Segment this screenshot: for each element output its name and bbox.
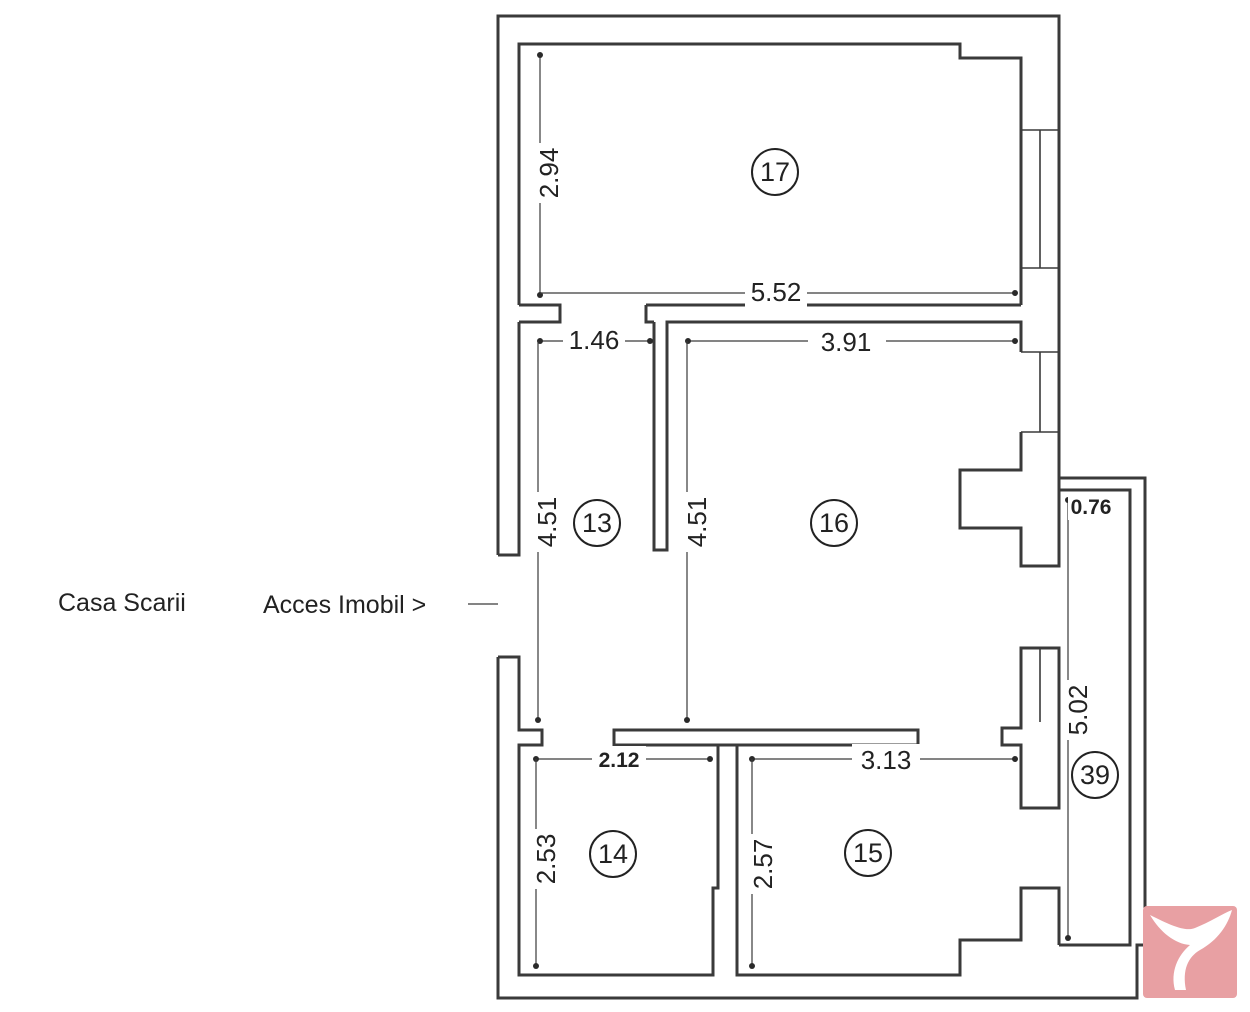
- dim-label-r16-height: 4.51: [681, 492, 713, 552]
- room-13-wall-left: [498, 322, 521, 557]
- svg-text:4.51: 4.51: [532, 497, 562, 548]
- dim-label-r15-height: 2.57: [747, 834, 779, 894]
- access-label: Acces Imobil >: [263, 591, 426, 619]
- room-39-wall: [1059, 488, 1132, 947]
- svg-text:2.12: 2.12: [599, 749, 640, 772]
- pillar-15: [1000, 646, 1061, 810]
- dim-label-r16-width: 3.91: [808, 326, 886, 358]
- window-17: [1021, 129, 1059, 269]
- svg-text:4.51: 4.51: [682, 497, 712, 548]
- room-17-label: 17: [751, 148, 799, 196]
- wall-17-bottom-right: [644, 303, 1021, 324]
- svg-text:2.94: 2.94: [534, 148, 564, 199]
- outer-wall-top: [496, 14, 1147, 905]
- bird-logo-icon: [1143, 906, 1237, 998]
- svg-text:14: 14: [598, 839, 628, 869]
- stairwell-label: Casa Scarii: [58, 589, 186, 617]
- outer-wall-bottom: [498, 655, 720, 977]
- outer-wall-bottom-shell: [496, 657, 1147, 1000]
- room-16-label: 16: [810, 499, 858, 547]
- wall-17-bottom-left: [519, 303, 562, 324]
- svg-text:16: 16: [819, 508, 849, 538]
- svg-text:5.02: 5.02: [1063, 685, 1093, 736]
- dim-label-r15-width: 3.13: [852, 744, 920, 776]
- svg-text:5.52: 5.52: [751, 277, 802, 307]
- svg-text:17: 17: [760, 157, 790, 187]
- room-13-label: 13: [573, 499, 621, 547]
- dim-label-r17-width: 5.52: [745, 276, 807, 308]
- dim-label-r13-width: 1.46: [563, 324, 625, 356]
- window-16: [1021, 351, 1059, 433]
- dim-label-r39-width: 0.76: [1068, 494, 1116, 520]
- dim-label-r17-height: 2.94: [533, 143, 565, 203]
- partition-13-16: [652, 320, 1023, 552]
- svg-text:2.57: 2.57: [748, 839, 778, 890]
- svg-text:1.46: 1.46: [569, 325, 620, 355]
- svg-text:3.91: 3.91: [821, 327, 872, 357]
- room-14-label: 14: [589, 830, 637, 878]
- dim-label-r39-height: 5.02: [1062, 680, 1094, 740]
- svg-text:13: 13: [582, 508, 612, 538]
- dim-label-r13-height: 4.51: [531, 492, 563, 552]
- svg-text:0.76: 0.76: [1071, 496, 1112, 519]
- svg-text:15: 15: [853, 838, 883, 868]
- svg-text:2.53: 2.53: [531, 834, 561, 885]
- dim-label-r14-height: 2.53: [530, 829, 562, 889]
- room-15-wall: [735, 745, 1061, 977]
- room-15-label: 15: [844, 829, 892, 877]
- partition-16-15: [612, 728, 920, 747]
- room-39-label: 39: [1071, 751, 1119, 799]
- svg-text:3.13: 3.13: [861, 745, 912, 775]
- room-17-wall: [517, 42, 1023, 305]
- dim-label-r14-width: 2.12: [592, 746, 646, 774]
- svg-text:39: 39: [1080, 760, 1110, 790]
- pillar-16: [958, 432, 1061, 568]
